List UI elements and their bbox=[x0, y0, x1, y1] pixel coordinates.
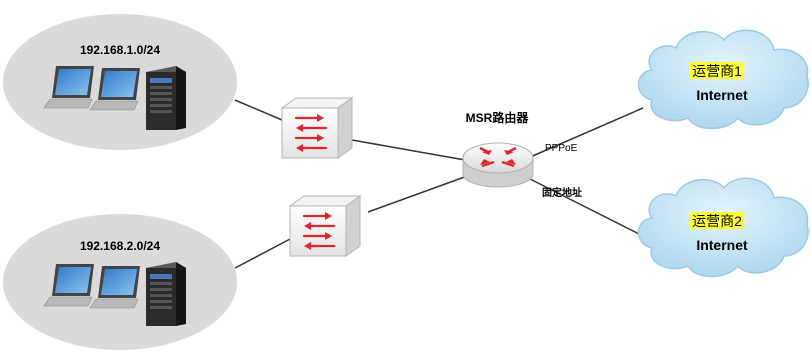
laptop-icon bbox=[89, 68, 140, 111]
router: MSR路由器 bbox=[462, 110, 534, 188]
link-router-isp1 bbox=[527, 107, 644, 159]
links bbox=[234, 99, 644, 269]
router-label: MSR路由器 bbox=[466, 110, 530, 125]
link-lan1-switch1 bbox=[234, 99, 283, 121]
router-icon bbox=[462, 142, 534, 188]
link-lan2-switch2 bbox=[234, 237, 293, 269]
server-icon bbox=[146, 262, 186, 326]
isp-internet-label: Internet bbox=[696, 87, 748, 103]
link-label-isp1: PPPoE bbox=[545, 143, 578, 154]
lan-1: 192.168.1.0/24 bbox=[3, 14, 237, 150]
isp-2: 运营商2 Internet bbox=[637, 177, 809, 278]
laptop-icon bbox=[43, 66, 94, 109]
laptop-icon bbox=[89, 266, 140, 309]
lan-2: 192.168.2.0/24 bbox=[3, 214, 237, 350]
link-label-isp2: 固定地址 bbox=[542, 186, 582, 199]
isp-internet-label: Internet bbox=[696, 237, 748, 253]
link-switch1-router bbox=[351, 139, 466, 161]
server-icon bbox=[146, 66, 186, 130]
lan-subnet-label: 192.168.2.0/24 bbox=[80, 239, 160, 253]
isp-name: 运营商2 bbox=[692, 213, 742, 229]
lan-subnet-label: 192.168.1.0/24 bbox=[80, 43, 160, 57]
laptop-icon bbox=[43, 264, 94, 307]
switch-2-icon bbox=[288, 195, 362, 257]
link-router-isp2 bbox=[527, 177, 644, 237]
isp-name-highlight bbox=[690, 62, 744, 79]
isp-name: 运营商1 bbox=[692, 63, 742, 79]
cloud-icon bbox=[637, 29, 809, 130]
switch-1-icon bbox=[280, 97, 354, 159]
link-switch2-router bbox=[367, 174, 471, 213]
isp-1: 运营商1 Internet bbox=[637, 29, 809, 130]
isp-name-highlight bbox=[690, 212, 744, 229]
